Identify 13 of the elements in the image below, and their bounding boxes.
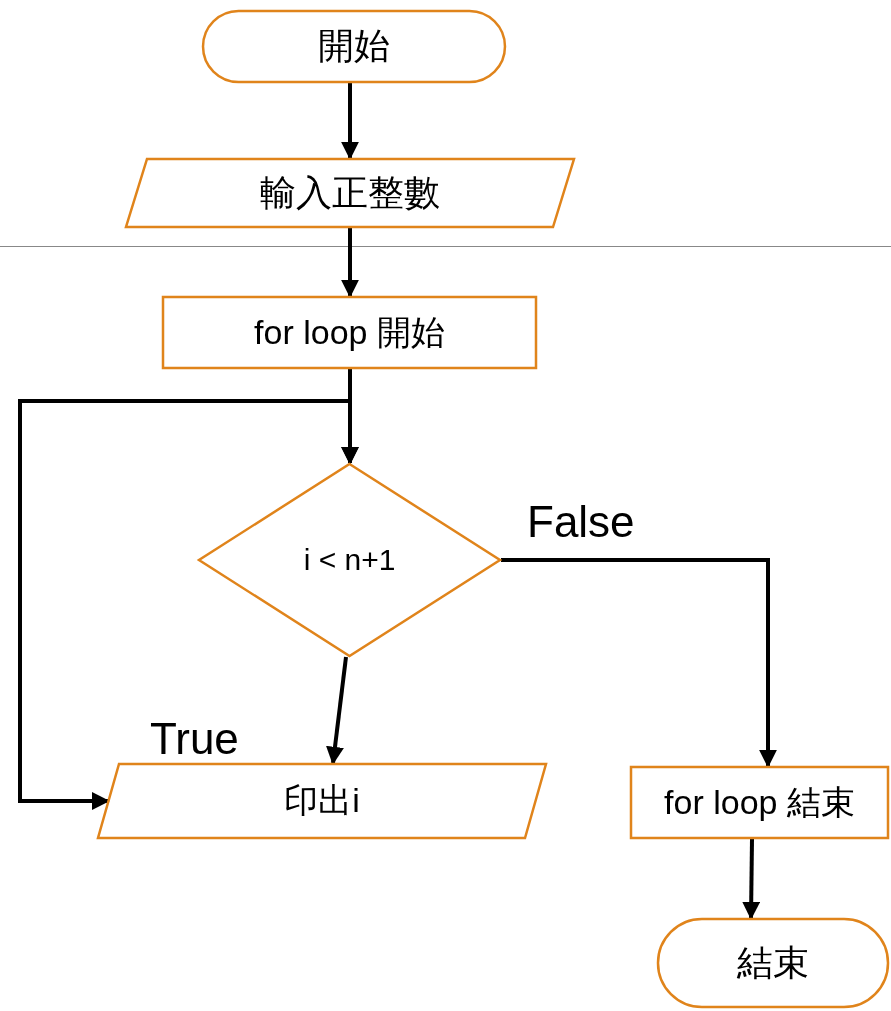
arrow [501,558,777,768]
arrow [341,228,359,298]
start-terminal: 開始 [202,10,506,83]
process-box: for loop 結束 [630,766,889,839]
decision-diamond: i < n+1 [198,463,501,657]
arrow [341,83,359,160]
arrow [326,656,348,765]
arrow [742,838,761,920]
output-parallelogram: 印出i [97,763,547,839]
arrow [18,399,359,810]
input-parallelogram: 輸入正整數 [125,158,575,228]
end-terminal: 結束 [657,918,889,1008]
process-box: for loop 開始 [162,296,537,369]
